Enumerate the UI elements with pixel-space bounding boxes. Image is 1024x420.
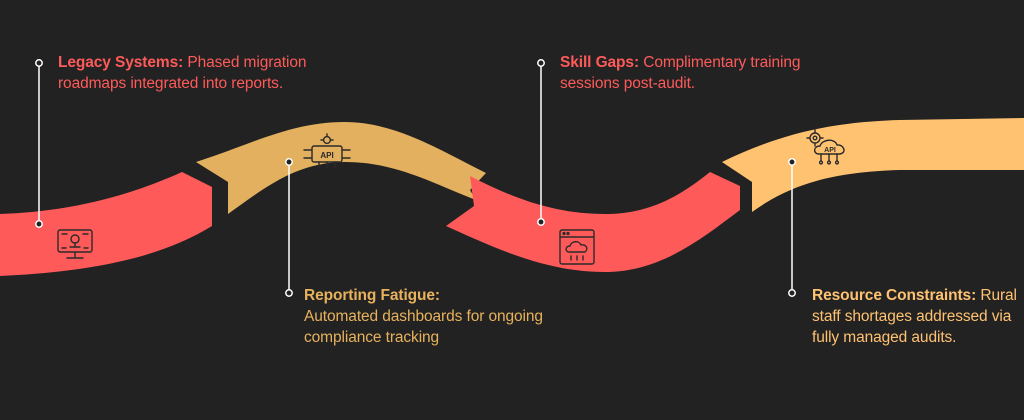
- callout-text: Automated dashboards for ongoing complia…: [304, 308, 543, 346]
- connector-3: [537, 59, 545, 226]
- api-chip-icon: API: [303, 133, 351, 169]
- callout-heading: Resource Constraints:: [812, 287, 977, 304]
- callout-text: Complimentary training sessions post-aud…: [560, 54, 801, 92]
- api-chip-label: API: [320, 151, 333, 160]
- callout-heading: Reporting Fatigue:: [304, 287, 440, 304]
- callout-skill-gaps: Skill Gaps: Complimentary training sessi…: [560, 52, 860, 94]
- callout-text: Rural staff shortages addressed via full…: [812, 287, 1017, 346]
- callout-reporting-fatigue: Reporting Fatigue: Automated dashboards …: [304, 285, 544, 348]
- cloud-dashboard-icon: [559, 229, 595, 265]
- api-cloud-gear-icon: API: [806, 129, 845, 165]
- ribbon-segment-2: [196, 122, 486, 214]
- callout-text: Phased migration roadmaps integrated int…: [58, 54, 307, 92]
- ribbon-segment-4: [722, 118, 1024, 212]
- callout-resource-constraints: Resource Constraints: Rural staff shorta…: [812, 285, 1024, 348]
- ribbon-segment-3: [446, 172, 740, 272]
- connector-2: [285, 158, 293, 297]
- connector-1: [35, 59, 43, 228]
- connector-4: [788, 158, 796, 297]
- callout-heading: Skill Gaps:: [560, 54, 640, 71]
- api-cloud-label: API: [824, 147, 836, 154]
- callout-heading: Legacy Systems:: [58, 54, 184, 71]
- callout-legacy-systems: Legacy Systems: Phased migration roadmap…: [58, 52, 358, 94]
- ribbon-segment-1: [0, 172, 212, 276]
- monitor-code-icon: [57, 229, 93, 259]
